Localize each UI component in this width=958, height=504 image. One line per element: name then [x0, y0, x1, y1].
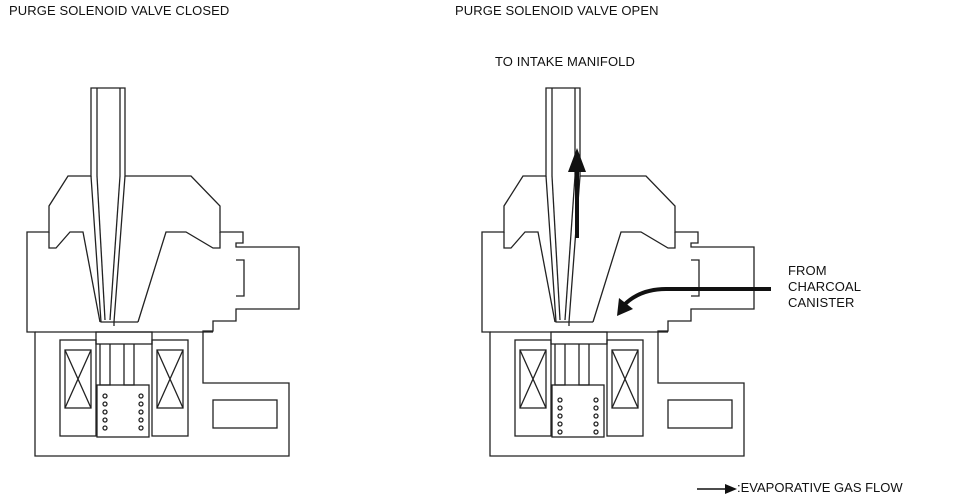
label-to-intake-manifold: TO INTAKE MANIFOLD	[495, 54, 636, 69]
flow-arrow-up-icon	[568, 148, 586, 238]
valve-closed-drawing	[26, 87, 300, 457]
title-valve-open: PURGE SOLENOID VALVE OPEN	[455, 3, 659, 18]
label-from-charcoal-canister: FROM CHARCOAL CANISTER	[788, 263, 861, 311]
title-valve-closed: PURGE SOLENOID VALVE CLOSED	[9, 3, 230, 18]
valve-open-drawing	[481, 87, 755, 457]
arrow-right-icon	[697, 483, 737, 494]
label-from-line1: FROM	[788, 263, 827, 278]
legend: :EVAPORATIVE GAS FLOW	[697, 480, 903, 495]
label-from-line3: CANISTER	[788, 295, 855, 310]
label-from-line2: CHARCOAL	[788, 279, 862, 294]
legend-text: :EVAPORATIVE GAS FLOW	[737, 480, 903, 495]
flow-arrow-curved-icon	[617, 287, 771, 316]
